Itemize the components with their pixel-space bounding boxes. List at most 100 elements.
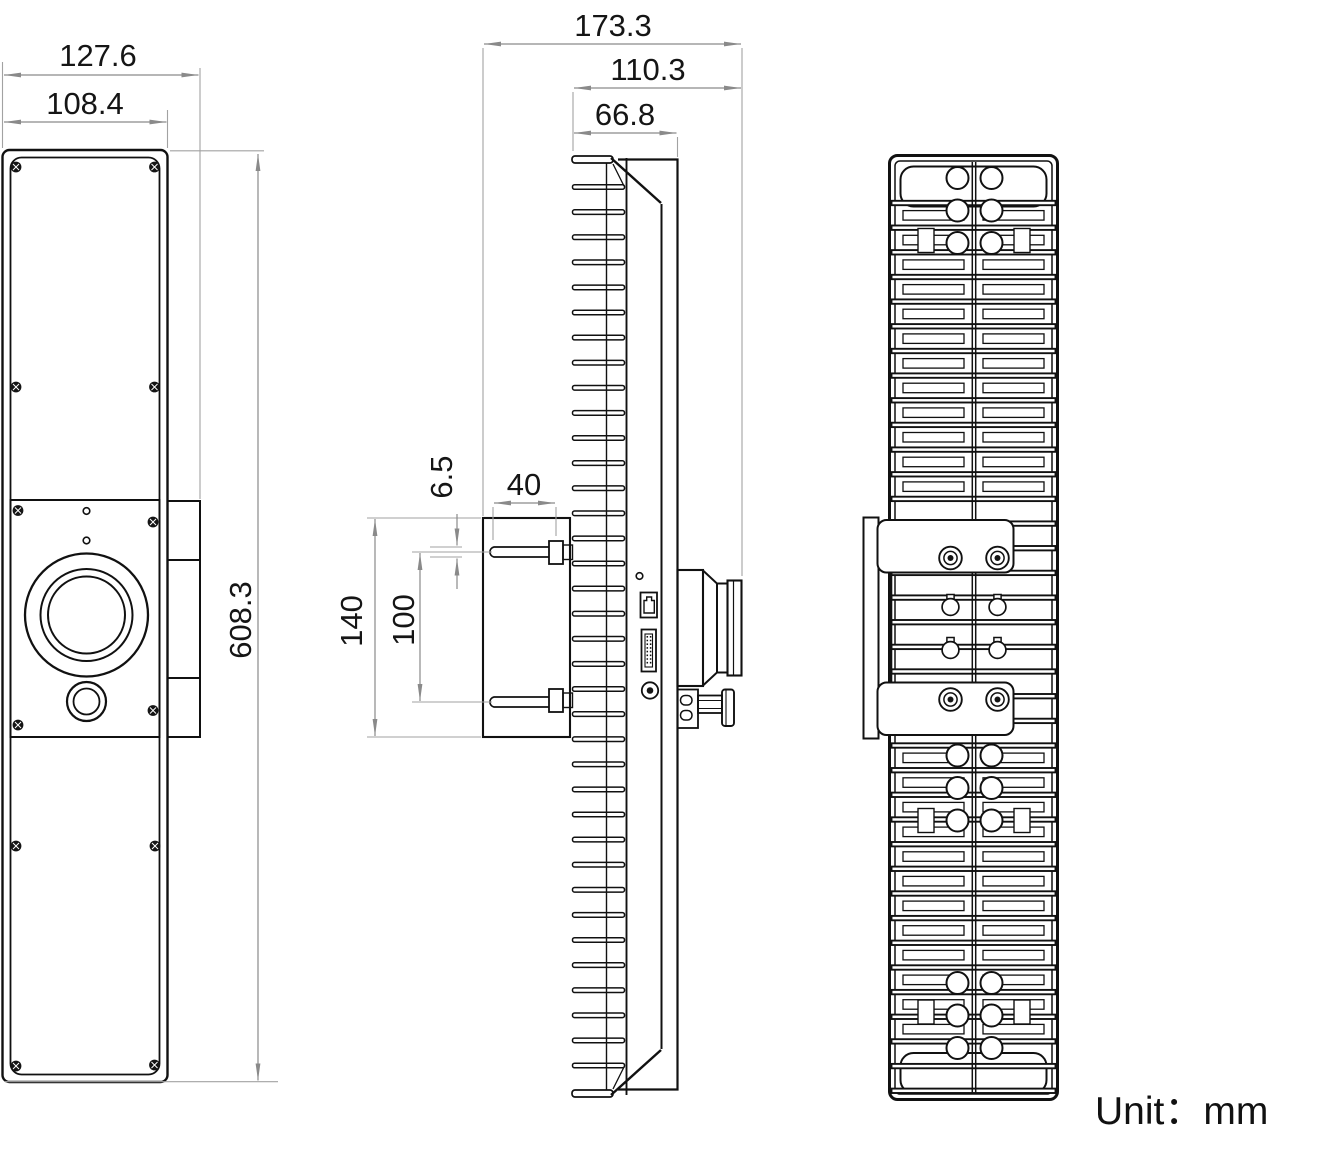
pin-connector <box>640 628 657 673</box>
back-cell <box>982 900 1045 912</box>
side-top-chamfer <box>571 155 662 204</box>
back-boss-circle <box>945 971 970 995</box>
back-fin-bar <box>890 421 1057 429</box>
back-notch <box>917 807 935 834</box>
back-cell <box>902 382 965 394</box>
back-fin-bar <box>890 224 1057 231</box>
back-fin-bar <box>890 249 1057 256</box>
heatsink-fin <box>571 510 626 517</box>
front-view <box>1 148 201 1084</box>
back-fin-bar <box>890 619 1057 626</box>
front-side-protrusion <box>167 500 201 738</box>
heatsink-fin <box>571 987 626 994</box>
heatsink-fin <box>571 836 626 843</box>
back-fin-bar <box>890 199 1057 207</box>
dim-bracket-slot-length: 40 <box>507 467 541 502</box>
back-bottom-cap <box>899 1052 1048 1094</box>
back-boss-circle <box>979 1003 1004 1028</box>
back-notch <box>1013 807 1031 834</box>
heatsink-fin <box>571 359 626 366</box>
heatsink-fin <box>571 610 626 617</box>
back-fin-bar <box>890 890 1057 897</box>
dim-side-depth-overall: 173.3 <box>574 8 652 43</box>
back-boss-circle <box>945 743 970 768</box>
back-fin-bar <box>890 273 1057 281</box>
back-boss-circle <box>979 776 1004 800</box>
back-outer-body <box>888 154 1059 1101</box>
keyhole-slot <box>988 597 1007 617</box>
back-cell <box>982 333 1045 345</box>
back-fin-bar <box>890 471 1057 478</box>
back-fin-bar <box>890 397 1057 404</box>
heatsink-fin <box>571 183 626 191</box>
back-boss-circle <box>979 198 1004 223</box>
heatsink-fin <box>571 284 626 291</box>
power-jack <box>640 681 660 700</box>
back-boss-circle <box>979 743 1004 768</box>
back-fin-bar <box>890 914 1057 922</box>
heatsink-fin <box>571 259 626 266</box>
back-fin-bar <box>890 767 1057 774</box>
cable-gland <box>676 688 735 729</box>
dim-front-height-overall: 608.3 <box>223 581 258 659</box>
back-fin-bar <box>890 298 1057 305</box>
front-pinhole-top <box>82 506 91 516</box>
heatsink-fin <box>571 1062 626 1069</box>
heatsink-fin <box>571 485 626 492</box>
dim-bracket-slot-spacing: 100 <box>386 594 421 646</box>
back-notch <box>1013 999 1031 1025</box>
mounting-bracket-side <box>481 516 574 739</box>
back-notch <box>917 999 935 1025</box>
back-fin-bar <box>890 988 1057 996</box>
back-fin-bar <box>890 841 1057 848</box>
back-fin-bar <box>890 347 1057 355</box>
back-boss-circle <box>945 808 970 833</box>
back-cell <box>902 456 965 468</box>
heatsink-fin <box>571 409 626 416</box>
back-boss-circle <box>945 198 970 223</box>
back-cell <box>982 431 1045 443</box>
heatsink-fin <box>571 936 626 944</box>
back-cell <box>902 357 965 369</box>
side-bottom-chamfer <box>571 1049 662 1098</box>
front-camera-panel <box>9 499 161 738</box>
back-cell <box>902 481 965 493</box>
back-cell <box>982 481 1045 493</box>
heatsink-fin <box>571 886 626 893</box>
dimension-lines <box>4 41 741 1081</box>
back-cell <box>902 949 965 961</box>
unit-label: Unit：mm <box>1095 1090 1269 1133</box>
front-lens <box>23 552 150 678</box>
heatsink-fin <box>571 309 626 316</box>
heatsink-fins-side <box>571 183 626 1069</box>
back-boss-circle <box>945 776 970 800</box>
mounting-bracket-back <box>862 516 1015 740</box>
heatsink-fin <box>571 585 626 592</box>
back-cell <box>902 308 965 320</box>
back-top-cap <box>899 165 1048 208</box>
heatsink-fin <box>571 660 626 667</box>
back-boss-circle <box>979 1036 1004 1060</box>
keyhole-slot <box>988 640 1007 660</box>
side-view <box>481 155 743 1098</box>
extension-lines <box>1 48 743 1083</box>
heatsink-fin <box>571 535 626 542</box>
heatsink-fin <box>571 434 626 442</box>
back-cell <box>982 407 1045 419</box>
back-cell <box>982 925 1045 936</box>
back-cell <box>982 283 1045 295</box>
heatsink-fin <box>571 962 626 969</box>
back-fin-bar <box>890 668 1057 675</box>
heatsink-fin <box>571 811 626 818</box>
back-boss-circle <box>979 808 1004 833</box>
back-boss-circle <box>979 231 1004 255</box>
lens-barrel <box>676 568 743 688</box>
dimension-annotations: 127.6 108.4 608.3 173.3 110.3 66.8 40 6.… <box>1 8 743 1083</box>
back-cell <box>982 382 1045 394</box>
back-cell <box>902 900 965 912</box>
back-cell <box>982 357 1045 369</box>
back-fin-bar <box>890 816 1057 823</box>
front-pinhole-bottom <box>82 536 91 545</box>
heatsink-fin <box>571 911 626 918</box>
